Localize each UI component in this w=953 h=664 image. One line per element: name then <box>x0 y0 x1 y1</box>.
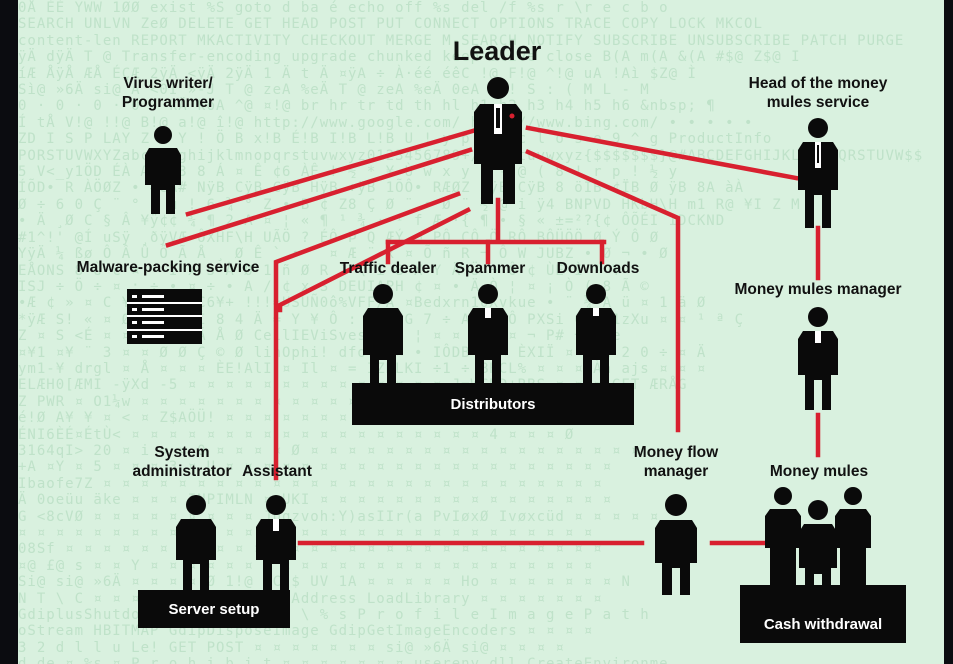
code-line: 5 V<_y1ÖD ÉÀ Æ ( 3 8 Á ¤ Ê ¢6 ÀÊ ! ½ * ¥… <box>18 164 679 181</box>
money-flow-manager-label: Money flow manager <box>633 444 719 480</box>
code-line: 0Å ÈÈ YWW 1ØØ exist %S goto d ba é echo … <box>18 0 669 16</box>
code-line: 0 · 0 · 0 · 0 · kÄ kóA ^@ ¤!@ br hr tr t… <box>18 98 716 115</box>
code-line: Sì@ »6Ä si@ A <0I »-J T @ zeA %eÄ T @ ze… <box>18 82 650 99</box>
code-line: SEARCH UNLVN ZeØ DELETE GET HEAD POST PU… <box>18 16 763 33</box>
code-line: ÍÕD• R ÀÖØZ • #èA# NÿB CÿB CÿB HÿB ÷ÿB 1… <box>18 180 745 197</box>
system-admin-figure <box>176 495 216 590</box>
traffic-dealer-label: Traffic dealer <box>339 260 437 277</box>
money-mules-group-figure <box>765 487 871 600</box>
money-mules-manager-label: Money mules manager <box>734 281 902 298</box>
code-line: oStream HBITMAP GdipDisposeImage GdipGet… <box>18 623 594 640</box>
code-line: Ibaofe7Z ¤ ¤ ¤ ¤ ¤ ¤ ¤ ¤ ¤ ¤ ¤ ¤ ¤ ¤ ¤ ¤… <box>18 475 603 492</box>
cash-withdrawal-box: Cash withdrawal <box>740 585 906 643</box>
traffic-dealer-figure <box>363 284 403 392</box>
code-line: content-len REPORT MKACTIVITY CHECKOUT M… <box>18 32 905 49</box>
diagram-canvas: 0Å ÈÈ YWW 1ØØ exist %S goto d ba é echo … <box>18 0 944 664</box>
code-line: YÿÄ ¼ ßø Ô Â Û Ô Ã Å ¸ Ø Ê ` • ` ¤ Æ ¨ x… <box>18 246 669 263</box>
spammer-figure <box>468 284 508 392</box>
downloads-figure <box>576 284 616 392</box>
malware-packing-label: Malware-packing service <box>76 259 260 276</box>
system-admin-label: System administrator <box>132 444 232 480</box>
virus-writer-label: Virus writer/ Programmer <box>121 75 215 111</box>
code-line: G <8cVØ ¤ ¤ ¤ ¤ ¤ ¤ ¤ ¤ ¤ Juqzvoh:Y)asII… <box>18 508 660 525</box>
head-money-mules-figure <box>798 118 838 228</box>
code-line: EÅONS 8 Ù c ¤ · I x 5 À Ø 1 ñ Ø R ` \ ì … <box>18 262 622 279</box>
code-line: Si@ si@ »6Ä ¤ ¤ ¤ ¤ Ø 1!@ SC\$ UV 1A ¤ ¤… <box>18 574 631 591</box>
line-leader-money-flow <box>525 149 681 433</box>
code-line: ZD I S P LAY Z A Y ! Ö B x!B É!B I!B L!B… <box>18 131 773 148</box>
code-line: Ä 0oeüu äke ¤ ¤ ¤ INPIMLN ¤ UKI ¤ ¤ ¤ ¤ … <box>18 492 613 509</box>
line-leader-head-mules <box>525 125 799 181</box>
code-line: +A ¤Y ¤ 5 ¤ ¤ ¤ 3 ¤ U ¤ ¤ ¤ ¤ ¤ ¤ ¤ ¤ ¤ … <box>18 459 613 476</box>
leader-figure <box>474 77 522 204</box>
code-line: íÆ ÅÿÅ ÆÅ ÉÇÆ 2ÿÄ <ÿÄ 2ÿÄ 1 Ä t Ä ¤ÿA ÷ … <box>18 65 697 82</box>
line-leader-malware <box>165 147 473 248</box>
server-rack-icon <box>127 289 202 344</box>
code-line: d de ¤ %s ¤ P r o h i b i t ¤ ¤ ¤ ¤ ¤ ¤ … <box>18 656 944 664</box>
code-line: ÿÄ dÿÄ T @ Transfer-encoding upgrade chu… <box>18 49 801 66</box>
connections <box>127 77 871 600</box>
money-mules-manager-figure <box>798 307 838 410</box>
code-line: 3164qI> 20 ¤ i ¤ ¤ 0 ¤ ¤ ¤ ¤ Ø ¤ ¤ ¤ ¤ ¤… <box>18 442 641 459</box>
money-mules-label: Money mules <box>769 463 869 480</box>
server-setup-box: Server setup <box>138 590 290 628</box>
code-line: ÉNI6ÈÉ¤ÉtÙ< ¤ ¤ ¤ ¤ ¤ ¤ ¤ ¤ ¤ ¤ ¤ ¤ ¤ ¤ … <box>18 426 575 443</box>
assistant-figure <box>256 495 296 590</box>
line-leader-virus <box>185 127 479 217</box>
leader-title: Leader <box>452 36 542 66</box>
spammer-label: Spammer <box>454 260 526 277</box>
virus-writer-figure <box>145 126 181 214</box>
code-line: 3 2 d l l u Le! GET POST ¤ ¤ ¤ ¤ ¤ ¤ ¤ s… <box>18 639 565 656</box>
code-line: • Ä ¸Ø C § Â ¥ÿ¢¢ ¾ ¶ 2 A ¤ ¦ « ¶ ¹ ¾ · … <box>18 213 726 230</box>
assistant-label: Assistant <box>242 463 312 480</box>
distributors-box: Distributors <box>352 383 634 425</box>
downloads-label: Downloads <box>556 260 640 277</box>
line-leader-sysadmin <box>273 191 461 481</box>
head-money-mules-label: Head of the money mules service <box>748 75 888 111</box>
money-flow-manager-figure <box>655 494 697 595</box>
